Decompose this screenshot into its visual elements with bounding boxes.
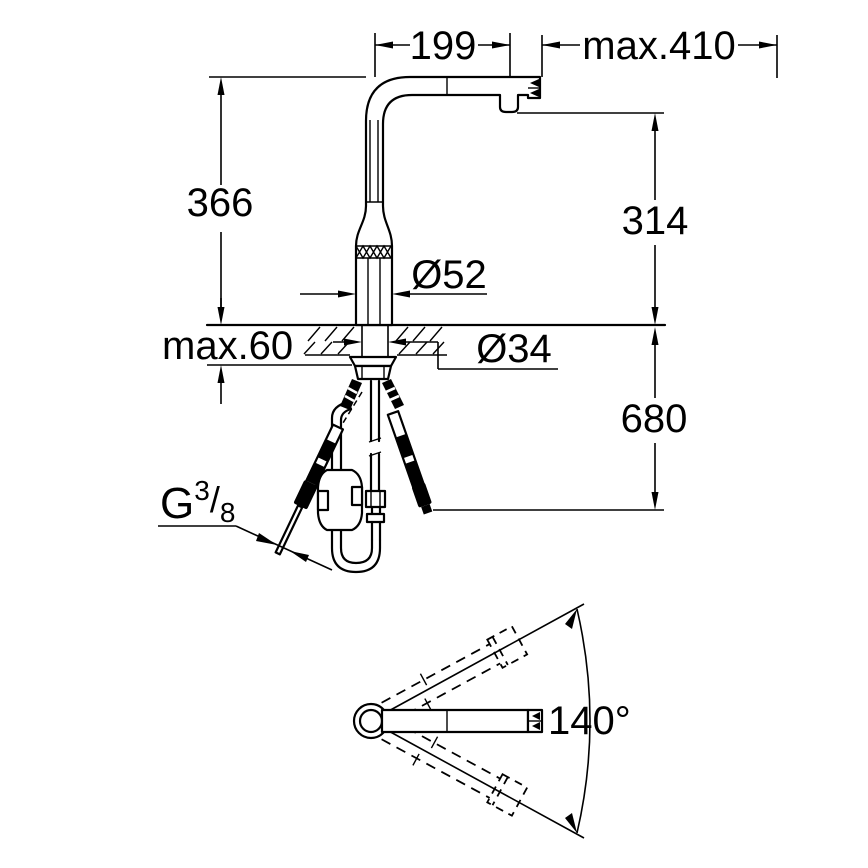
hose-connector-nut (364, 489, 387, 509)
faucet-side-view (348, 75, 542, 381)
spout-tip-top-view (526, 708, 544, 734)
weight-clip-right (350, 485, 364, 507)
hose-band (365, 512, 386, 524)
dim-label-dia52: Ø52 (411, 253, 487, 297)
dimension-366: 366 (187, 76, 366, 325)
supply-hose-right (386, 410, 433, 515)
dim-label-max60: max.60 (162, 324, 293, 368)
dimension-314: 314 (517, 112, 689, 325)
faucet-base-inner-circle (358, 708, 384, 734)
dim-label-199: 199 (410, 24, 477, 68)
dim-label-314: 314 (622, 199, 689, 243)
dimension-max410: max.410 (541, 24, 778, 78)
thread-label: G3/8 (160, 475, 235, 528)
dim-label-max410: max.410 (582, 24, 735, 68)
dimension-dia34: Ø34 (333, 327, 558, 371)
inner-hose-lines (367, 120, 381, 325)
dimension-dia52: Ø52 (300, 253, 487, 298)
dim-label-swivel-angle: 140° (548, 699, 631, 743)
dim-label-366: 366 (187, 181, 254, 225)
supply-stub-left (340, 379, 362, 410)
hose-weight (316, 468, 364, 532)
faucet-top-view: 140° (352, 603, 631, 839)
under-counter-assembly (274, 379, 433, 574)
hose-tip (421, 504, 433, 515)
leader-line (158, 525, 333, 571)
spout-tip-detail (528, 79, 540, 97)
central-pullout-hose (364, 379, 387, 542)
weight-clip-left (316, 489, 330, 512)
hose-connector (294, 480, 318, 509)
countertop (205, 323, 667, 356)
supply-hose-left (274, 423, 345, 556)
spout-top-view (380, 708, 530, 734)
thread-callout-g38: G3/8 (158, 475, 333, 571)
swivel-angle-legs (384, 603, 585, 839)
dim-label-dia34: Ø34 (476, 327, 552, 371)
thread-pipe-g38 (274, 504, 304, 556)
hose-connector (412, 482, 432, 508)
grip-band (355, 244, 392, 260)
dimension-680: 680 (433, 327, 688, 511)
faucet-mounting-flange (348, 355, 398, 381)
countertop-hatching (303, 326, 445, 355)
break-line (342, 391, 363, 424)
dimension-max60: max.60 (162, 298, 352, 404)
supply-stub-right (382, 379, 404, 409)
dim-label-680: 680 (621, 397, 688, 441)
dimension-199: 199 (374, 24, 511, 95)
swivel-arc (565, 608, 591, 834)
faucet-outline (354, 75, 542, 327)
mounting-shank (361, 325, 389, 357)
